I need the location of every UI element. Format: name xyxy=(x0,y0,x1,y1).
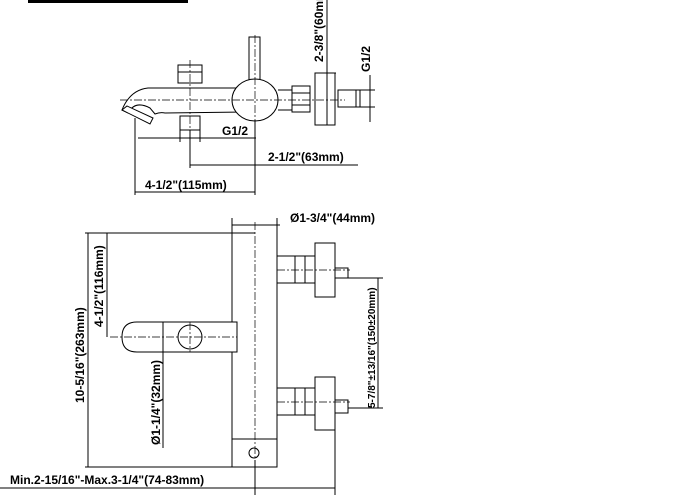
top-view: G1/2 2-1/2"(63mm) 4-1/2"(115mm) 2-3/8"(6… xyxy=(120,0,375,195)
inlet-nut xyxy=(276,255,316,284)
dim-spout-length: 4-1/2"(115mm) xyxy=(145,178,227,192)
lower-inlet xyxy=(276,376,350,431)
dim-wall-distance: Min.2-15/16"-Max.3-1/4"(74-83mm) xyxy=(10,473,204,487)
spout xyxy=(121,87,246,115)
title-fragment xyxy=(28,0,188,3)
inlet-pipe xyxy=(337,89,361,108)
dim-lever-height: 4-1/2"(116mm) xyxy=(92,245,106,327)
dim-total-height: 10-5/16"(263mm) xyxy=(73,307,87,403)
lever-stem xyxy=(248,36,261,83)
dim-center-offset: 2-1/2"(63mm) xyxy=(268,150,344,164)
dim-inlet-spacing: 5-7/8"±13/16"(150±20mm) xyxy=(367,287,378,408)
dim-bottom-thread: G1/2 xyxy=(222,124,248,138)
dim-lever-diameter: Ø1-1/4"(32mm) xyxy=(149,360,163,445)
wall-flange xyxy=(314,72,336,126)
inlet-flange xyxy=(314,376,336,431)
dim-body-diameter: Ø1-3/4"(44mm) xyxy=(290,211,375,225)
connector-nut xyxy=(291,85,311,113)
front-view: Ø1-3/4"(44mm) 10-5/16"(263mm) 4-1/2"(116… xyxy=(0,211,383,495)
dim-height: 2-3/8"(60mm xyxy=(312,0,326,62)
inlet-stub xyxy=(334,267,349,279)
spout-tip xyxy=(121,105,154,125)
inlet-nut xyxy=(276,387,316,416)
body xyxy=(231,224,278,468)
dim-outlet-thread: G1/2 xyxy=(359,46,373,72)
drain-screw xyxy=(248,447,260,459)
inlet-stub xyxy=(334,399,349,414)
upper-inlet xyxy=(276,242,350,298)
